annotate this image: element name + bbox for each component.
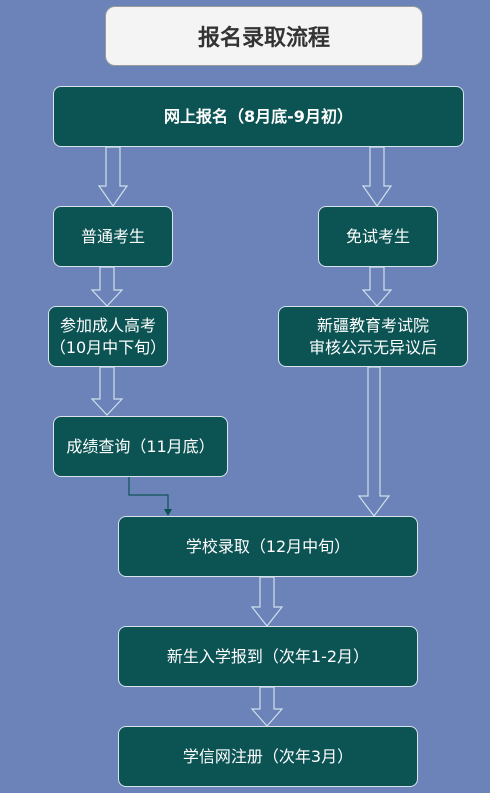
arrow-enrollment-to-registration xyxy=(250,686,284,727)
page-title: 报名录取流程 xyxy=(105,6,423,66)
node-registration: 学信网注册（次年3月） xyxy=(118,726,418,787)
node-exempt-candidate-label: 免试考生 xyxy=(345,226,410,246)
connector-score-to-admission xyxy=(128,477,172,516)
arrow-signup-to-exempt xyxy=(361,146,393,208)
arrow-admission-to-enrollment xyxy=(250,576,284,627)
node-score-query-label: 成绩查询（11月底） xyxy=(66,436,215,456)
node-registration-label: 学信网注册（次年3月） xyxy=(182,746,354,766)
node-adult-exam-line2: （10月中下旬） xyxy=(49,337,167,357)
node-adult-exam-line1: 参加成人高考 xyxy=(59,315,156,335)
node-xinjiang-line1: 新疆教育考试院 xyxy=(316,315,429,335)
node-adult-exam: 参加成人高考 （10月中下旬） xyxy=(48,306,168,367)
node-exempt-candidate: 免试考生 xyxy=(318,206,438,267)
arrow-adultexam-to-score xyxy=(90,366,124,416)
node-regular-candidate: 普通考生 xyxy=(53,206,173,267)
page-title-text: 报名录取流程 xyxy=(197,26,330,51)
node-online-signup: 网上报名（8月底-9月初） xyxy=(53,86,464,147)
node-score-query: 成绩查询（11月底） xyxy=(53,416,228,477)
arrow-exempt-to-xinjiang xyxy=(361,266,393,307)
node-regular-candidate-label: 普通考生 xyxy=(80,226,145,246)
node-xinjiang-exam-authority: 新疆教育考试院 审核公示无异议后 xyxy=(278,306,468,367)
arrow-xinjiang-to-admission xyxy=(357,366,391,517)
node-online-signup-label: 网上报名（8月底-9月初） xyxy=(164,106,353,126)
arrow-regular-to-adultexam xyxy=(90,266,124,307)
node-admission-label: 学校录取（12月中旬） xyxy=(185,536,351,556)
node-enrollment-label: 新生入学报到（次年1-2月） xyxy=(166,646,370,666)
node-xinjiang-line2: 审核公示无异议后 xyxy=(308,337,437,357)
node-enrollment: 新生入学报到（次年1-2月） xyxy=(118,626,418,687)
arrow-signup-to-regular xyxy=(97,146,129,208)
node-admission: 学校录取（12月中旬） xyxy=(118,516,418,577)
